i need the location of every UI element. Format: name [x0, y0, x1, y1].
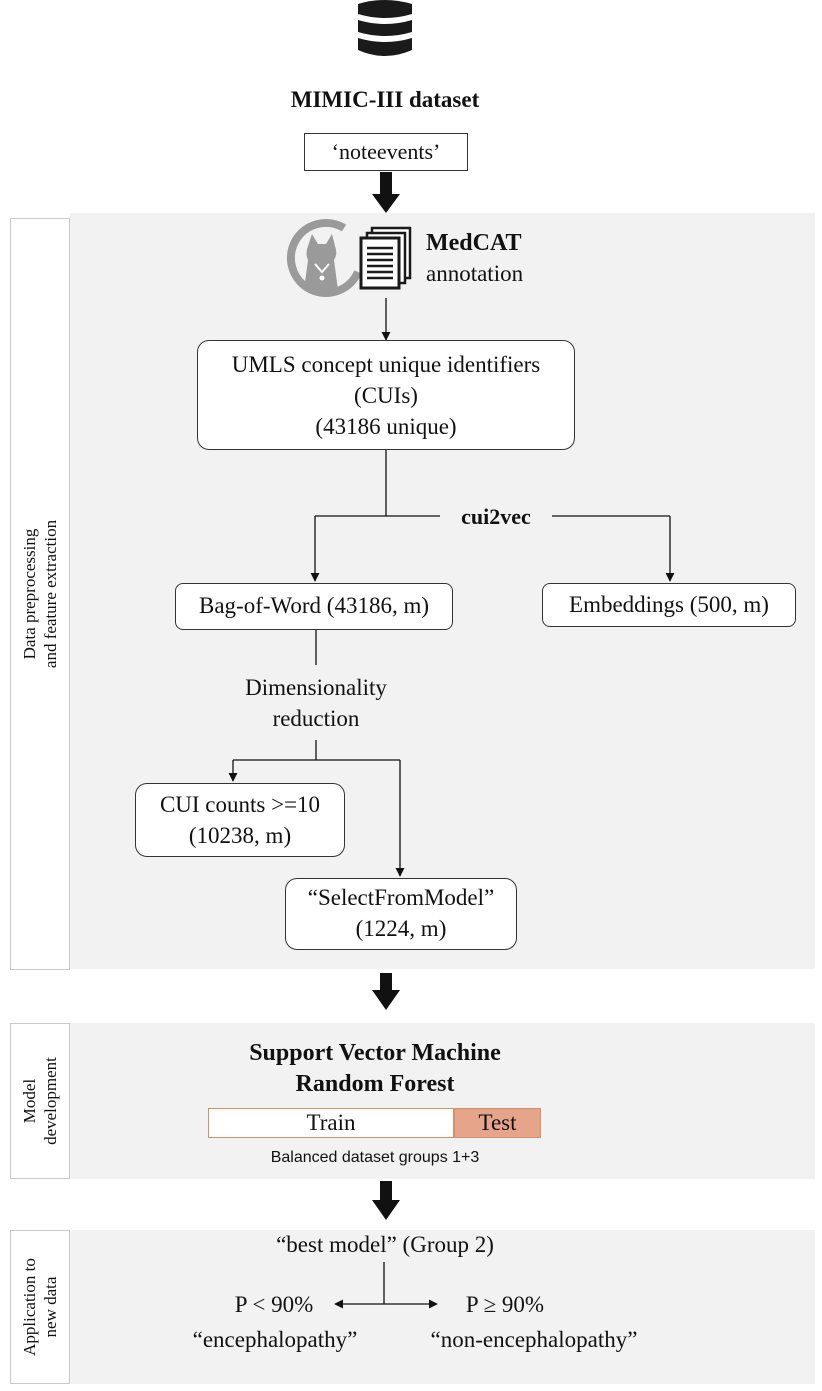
left-condition: P < 90%: [234, 1292, 314, 1317]
selectfrommodel-line2: (1224, m): [355, 916, 447, 941]
split-caption: Balanced dataset groups 1+3: [270, 1149, 480, 1166]
medcat-logo-icon: [286, 218, 362, 297]
selectfrommodel-line1: “SelectFromModel”: [307, 885, 495, 910]
cuis-line2: (CUIs): [354, 383, 418, 408]
cuis-box: UMLS concept unique identifiers (CUIs) (…: [197, 340, 575, 450]
test-label: Test: [478, 1110, 517, 1135]
test-segment: Test: [454, 1108, 541, 1138]
application-panel: [70, 1230, 815, 1384]
embeddings-label: Embeddings (500, m): [569, 592, 769, 617]
database-icon: [358, 0, 412, 56]
cuis-line1: UMLS concept unique identifiers: [231, 352, 541, 377]
bag-of-word-label: Bag-of-Word (43186, m): [198, 593, 429, 618]
noteevents-label: ‘noteevents’: [331, 139, 441, 164]
encephalopathy-label: “encephalopathy”: [192, 1327, 358, 1352]
cui-counts-line2: (10238, m): [188, 823, 292, 848]
documents-icon: [359, 226, 412, 290]
down-arrow-icon: [372, 172, 400, 213]
dataset-title: MIMIC-III dataset: [290, 87, 480, 112]
dimred-line2: reduction: [272, 706, 360, 731]
cui-counts-box: CUI counts >=10 (10238, m): [135, 783, 345, 857]
dimensionality-reduction-label: Dimensionality reduction: [216, 672, 416, 734]
model-panel: [70, 1023, 815, 1179]
dimred-line1: Dimensionality: [245, 675, 387, 700]
down-arrow-icon: [372, 973, 400, 1010]
cuis-line3: (43186 unique): [315, 414, 457, 439]
selectfrommodel-box: “SelectFromModel” (1224, m): [285, 878, 517, 950]
non-encephalopathy-label: “non-encephalopathy”: [430, 1327, 638, 1352]
embeddings-box: Embeddings (500, m): [542, 583, 796, 627]
bag-of-word-box: Bag-of-Word (43186, m): [175, 583, 453, 630]
model-svm: Support Vector Machine: [249, 1040, 501, 1066]
model-rf: Random Forest: [295, 1071, 455, 1097]
medcat-title: MedCAT: [426, 230, 522, 256]
medcat-subtitle: annotation: [426, 261, 524, 286]
right-condition: P ≥ 90%: [465, 1292, 545, 1317]
train-segment: Train: [208, 1108, 454, 1138]
noteevents-box: ‘noteevents’: [304, 133, 468, 171]
cui-counts-line1: CUI counts >=10: [159, 792, 321, 817]
train-label: Train: [306, 1110, 356, 1135]
cui2vec-label: cui2vec: [461, 504, 531, 529]
best-model-label: “best model” (Group 2): [276, 1232, 494, 1257]
down-arrow-icon: [372, 1181, 400, 1220]
